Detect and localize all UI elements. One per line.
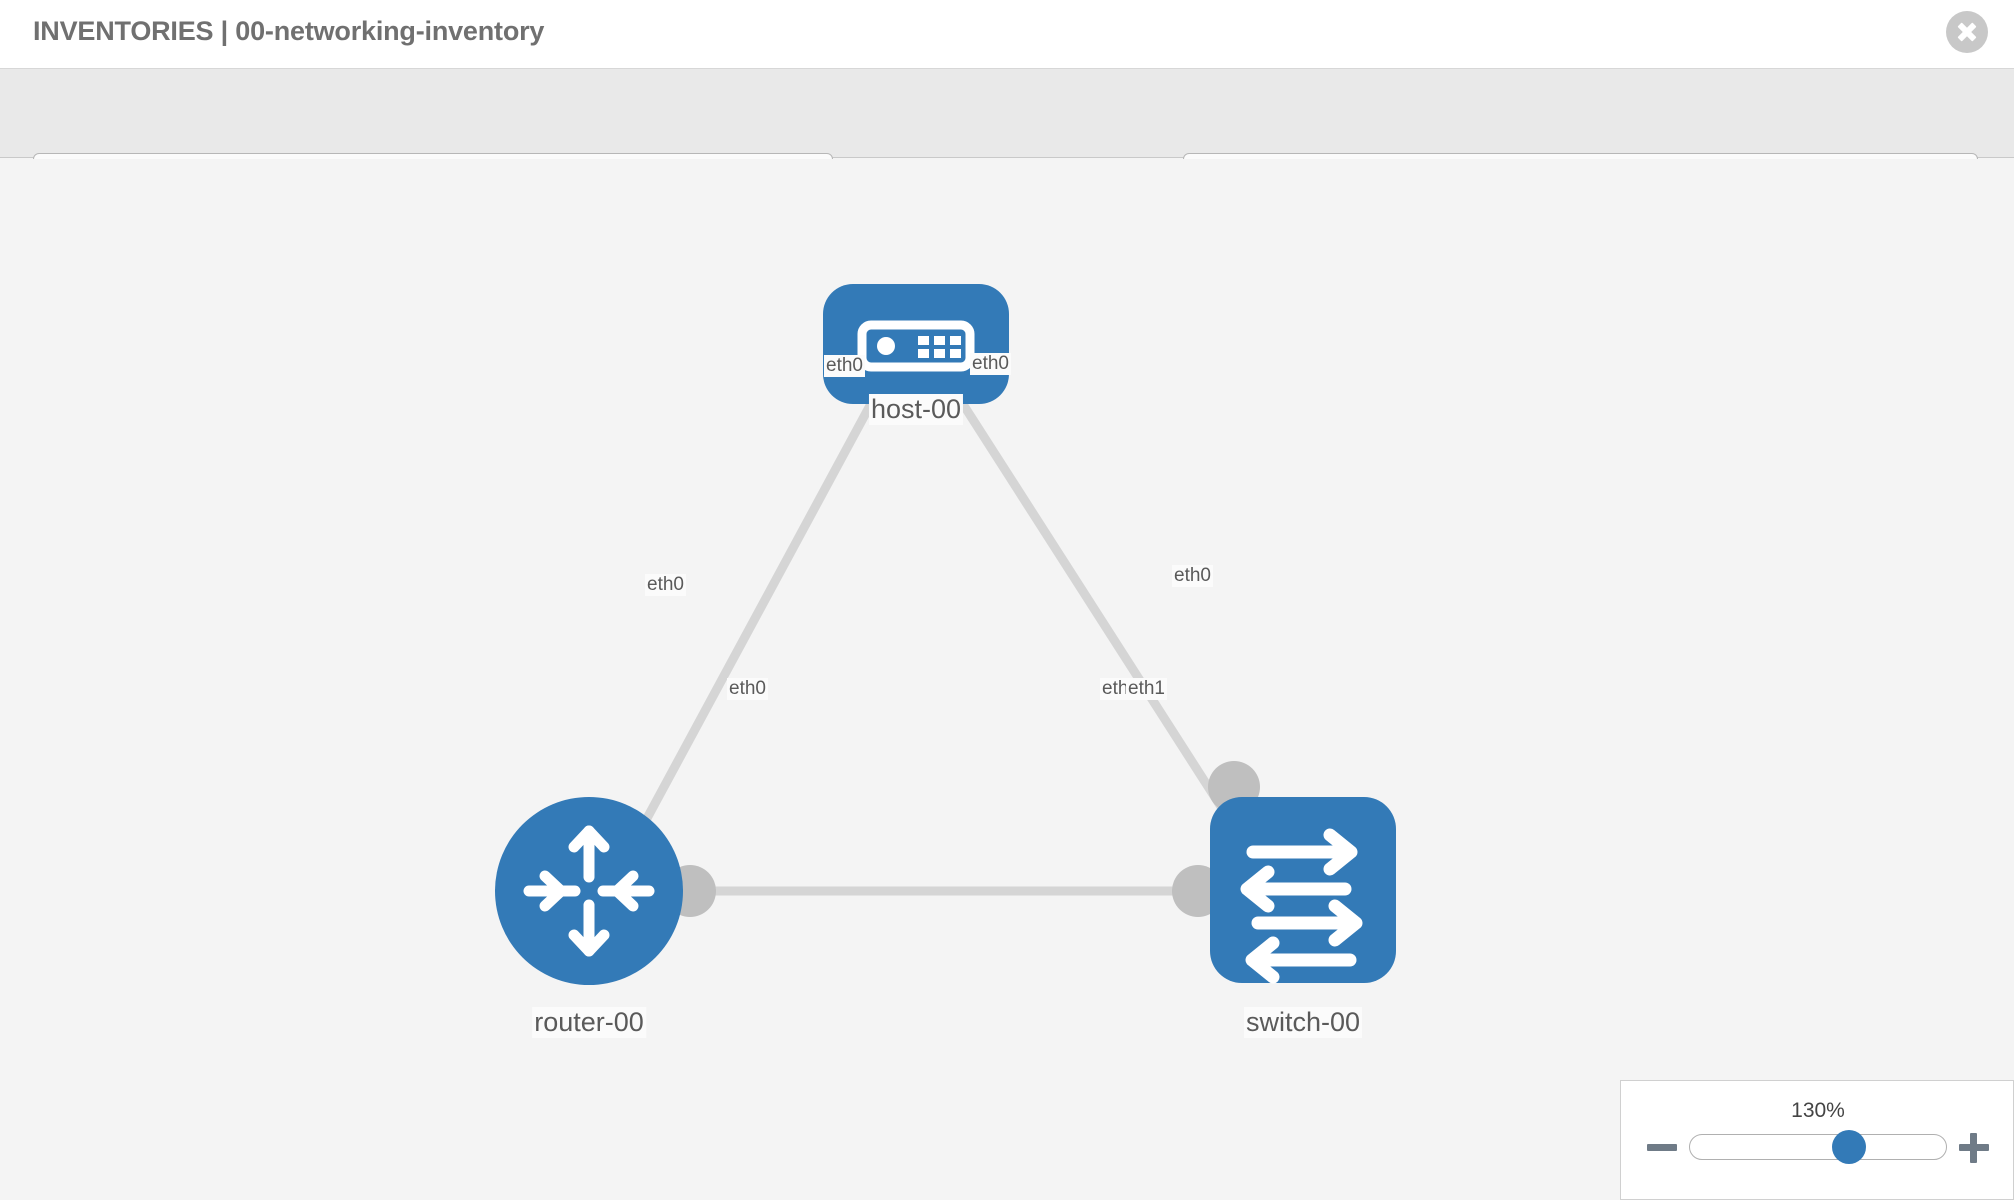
server-icon [857, 320, 975, 372]
node-host-00[interactable] [823, 284, 1009, 404]
link-host00-switch00[interactable] [948, 384, 1252, 852]
toolbar: ACTIONS SEARCH [0, 69, 2014, 211]
link-host00-router00[interactable] [621, 384, 884, 862]
link-label: eth0 [824, 355, 865, 377]
link-label: eth0 [645, 574, 686, 596]
node-label-switch-00: switch-00 [1243, 1007, 1363, 1038]
zoom-level-label: 130% [1791, 1099, 1845, 1122]
zoom-out-button[interactable] [1645, 1131, 1679, 1165]
port-group [664, 348, 1260, 917]
zoom-slider-thumb[interactable] [1831, 1130, 1866, 1164]
link-label: eth0 [970, 353, 1011, 375]
page-header: INVENTORIES | 00-networking-inventory [0, 0, 2014, 69]
zoom-slider[interactable] [1689, 1130, 1947, 1164]
node-label-router-00: router-00 [532, 1007, 646, 1038]
topology-graph [495, 284, 1396, 985]
page-title: INVENTORIES | 00-networking-inventory [33, 16, 545, 46]
topology-canvas[interactable]: host-00 router-00 switch-00 eth0 eth0 et… [0, 159, 2014, 1200]
node-label-host-00: host-00 [868, 394, 964, 425]
link-label: eth1 [1126, 678, 1167, 700]
close-icon[interactable] [1946, 11, 1988, 53]
zoom-in-button[interactable] [1957, 1131, 1991, 1165]
link-group [621, 384, 1252, 896]
router-icon [523, 825, 655, 957]
node-router-00[interactable] [495, 797, 683, 985]
zoom-control-panel: 130% [1620, 1080, 2014, 1200]
link-label: eth0 [1172, 565, 1213, 587]
link-label: eth0 [727, 678, 768, 700]
node-switch-00[interactable] [1210, 797, 1396, 984]
switch-icon [1240, 828, 1363, 984]
